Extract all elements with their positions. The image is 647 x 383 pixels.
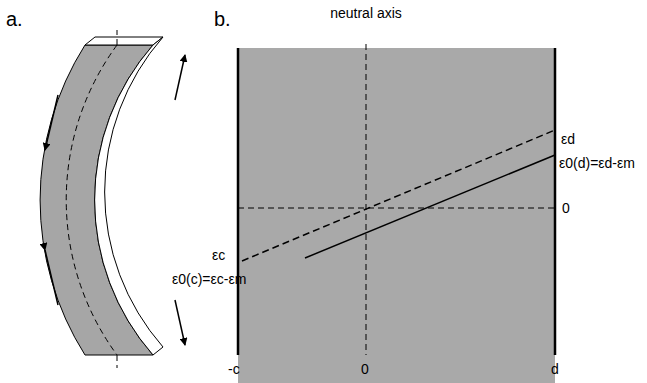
panel-letter: a.: [6, 8, 23, 30]
axis-value: 0: [562, 201, 570, 216]
strain-plot: [238, 44, 555, 383]
strain-label: εd: [561, 132, 575, 147]
strain-label: ε0(d)=εd-εm: [559, 156, 635, 171]
panel-letter: b.: [214, 8, 231, 30]
bent-beam: [40, 30, 185, 368]
axis-value: d: [551, 362, 559, 377]
axis-value: 0: [361, 362, 369, 377]
axis-title: neutral axis: [326, 6, 406, 21]
strain-label: εc: [212, 248, 225, 263]
strain-label: ε0(c)=εc-εm: [172, 272, 246, 287]
axis-value: -c: [228, 362, 240, 377]
